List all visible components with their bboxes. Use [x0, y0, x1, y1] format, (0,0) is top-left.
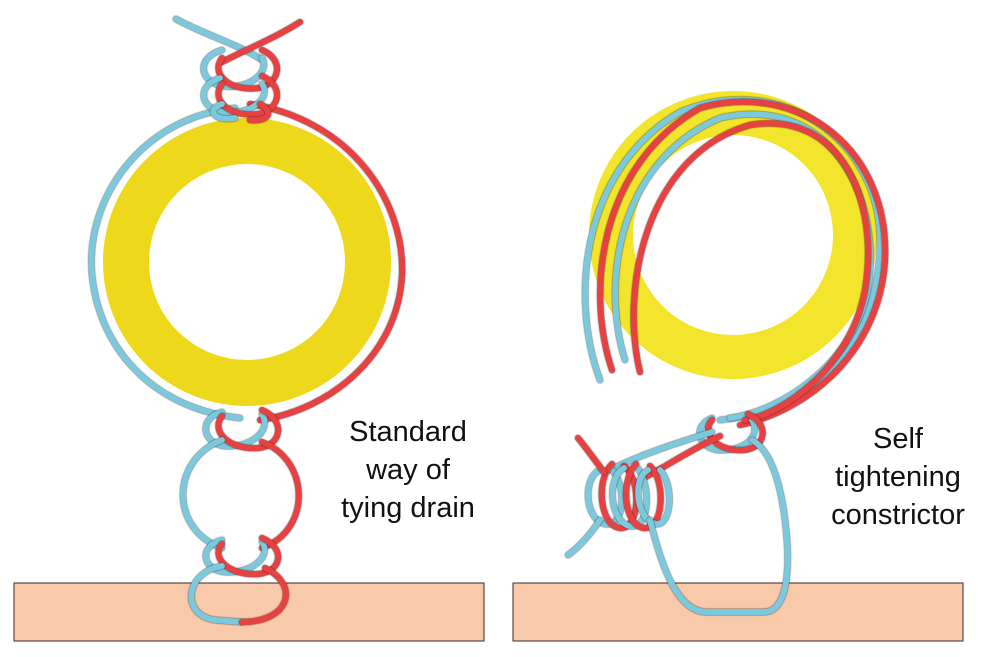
caption-self-tightening: Self tightening constrictor [808, 420, 988, 534]
caption-standard-line-2: way of [366, 454, 450, 486]
red-wrap-1-right [597, 98, 889, 428]
anchor-loop-right [647, 437, 791, 615]
red-suture-loop-left [247, 101, 406, 423]
bottom-knot-left [202, 535, 282, 578]
anchor-loop-left [188, 563, 245, 625]
lower-red-loop-left [259, 439, 302, 551]
red-tail-right [575, 435, 607, 475]
red-strand-to-side-knot [637, 433, 723, 483]
caption-standard: Standard way of tying drain [318, 413, 498, 527]
middle-knot-left [202, 407, 282, 452]
blue-tail-right [565, 517, 603, 558]
drain-ring-left [103, 118, 391, 406]
blue-suture-loop-left [88, 105, 243, 421]
top-knot-left [200, 47, 281, 124]
top-blue-tail-left [173, 16, 265, 63]
anchor-loop-left-red [239, 565, 289, 625]
standard-tie-figure [88, 16, 406, 625]
self-tightening-figure [565, 91, 889, 615]
lower-blue-loop-left [180, 437, 225, 551]
side-knot-right [585, 461, 673, 531]
caption-standard-line-3: tying drain [341, 492, 475, 524]
skin-block-left [13, 582, 485, 642]
caption-self-tightening-line-3: constrictor [831, 499, 965, 531]
top-red-tail-left [219, 19, 303, 65]
caption-standard-line-1: Standard [349, 416, 467, 448]
caption-self-tightening-line-1: Self [873, 423, 923, 455]
red-wrap-2-right [630, 120, 872, 423]
caption-self-tightening-line-2: tightening [835, 461, 961, 493]
blue-strand-to-side-knot [607, 429, 715, 473]
